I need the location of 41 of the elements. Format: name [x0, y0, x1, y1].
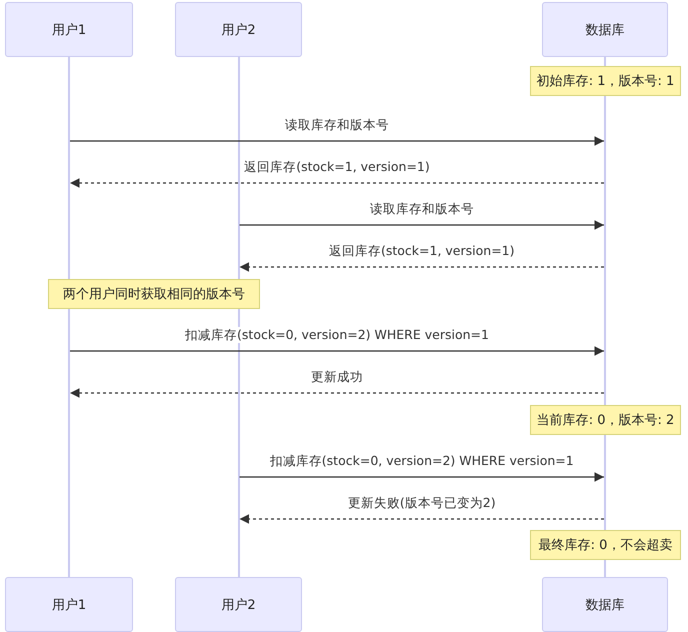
message-arrow: [240, 514, 604, 524]
participant-box: [542, 2, 668, 57]
participant-name: 数据库: [586, 596, 624, 614]
note-box: [530, 530, 681, 560]
message-label: 读取库存和版本号: [283, 117, 391, 133]
note-text: 当前库存: 0，版本号: 2: [536, 412, 674, 429]
participant-box: [175, 2, 302, 57]
participant-box: [175, 577, 302, 632]
message-label: 返回库存(stock=1, version=1): [242, 159, 432, 175]
participant-name: 用户2: [221, 22, 256, 38]
lifeline: [604, 57, 606, 66]
lifeline: [604, 96, 606, 405]
lifeline: [68, 57, 70, 577]
participant-box: [5, 2, 133, 57]
note-text: 两个用户同时获取相同的版本号: [63, 286, 245, 303]
participant-name: 用户2: [221, 596, 256, 614]
message-label: 扣减库存(stock=0, version=2) WHERE version=1: [268, 453, 576, 469]
message-arrow: [70, 346, 604, 356]
message-arrow: [240, 220, 604, 230]
note-text: 最终库存: 0，不会超卖: [538, 537, 672, 554]
lifeline: [604, 560, 606, 577]
message-label: 返回库存(stock=1, version=1): [327, 243, 516, 259]
message-arrow: [70, 388, 604, 398]
message-label: 更新失败(版本号已变为2): [346, 495, 498, 511]
note-box: [530, 66, 681, 96]
participant-box: [5, 577, 133, 632]
message-label: 读取库存和版本号: [368, 201, 476, 217]
participant-name: 用户1: [52, 22, 86, 38]
message-arrow: [70, 136, 604, 146]
message-arrow: [70, 178, 604, 188]
participant-name: 用户1: [52, 596, 86, 614]
participant-name: 数据库: [586, 22, 624, 38]
message-label: 扣减库存(stock=0, version=2) WHERE version=1: [183, 327, 491, 343]
note-box: [530, 405, 681, 435]
lifeline: [238, 57, 240, 577]
participant-box: [542, 577, 668, 632]
message-arrow: [240, 262, 604, 272]
message-arrow: [240, 472, 604, 482]
lifeline: [604, 435, 606, 530]
note-text: 初始库存: 1，版本号: 1: [536, 73, 674, 90]
note-box: [48, 279, 260, 309]
